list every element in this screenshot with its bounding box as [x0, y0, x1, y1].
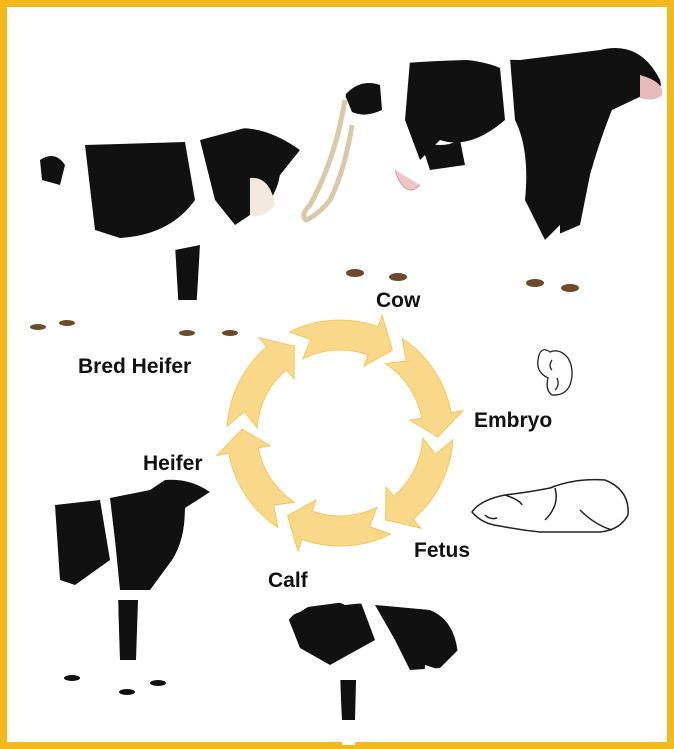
label-cow: Cow	[376, 289, 421, 312]
label-heifer: Heifer	[143, 452, 203, 475]
label-calf: Calf	[268, 569, 309, 592]
label-fetus: Fetus	[414, 539, 470, 562]
fetus-sketch	[472, 480, 628, 532]
cycle-arrow-segment	[227, 338, 294, 428]
adult-cow-image	[304, 30, 670, 292]
cycle-arrow-segment	[386, 339, 463, 437]
cycle-arrow-segment	[288, 500, 391, 551]
label-embryo: Embryo	[474, 409, 552, 432]
calf-image	[280, 590, 465, 749]
bred-heifer-image	[20, 120, 310, 336]
cycle-arrows-icon	[217, 315, 463, 550]
cycle-arrow-segment	[386, 438, 453, 528]
heifer-image	[45, 470, 220, 695]
embryo-sketch	[538, 350, 572, 395]
label-bred-heifer: Bred Heifer	[78, 355, 191, 378]
cycle-arrow-segment	[290, 315, 393, 366]
cycle-arrow-segment	[217, 429, 294, 527]
